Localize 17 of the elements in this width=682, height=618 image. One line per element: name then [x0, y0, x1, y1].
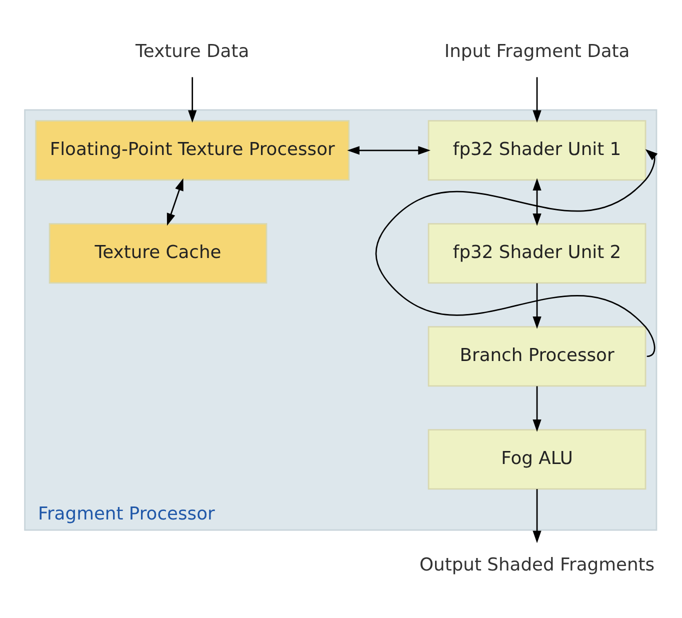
arrow: [532, 386, 542, 432]
node-box: fp32 Shader Unit 1: [428, 120, 646, 181]
arrow: [188, 77, 197, 123]
node-box: Floating-Point Texture Processor: [35, 120, 350, 181]
arrow: [166, 178, 184, 226]
node-box: Fog ALU: [428, 429, 646, 490]
node-box: Texture Cache: [48, 223, 268, 284]
arrow: [532, 77, 542, 123]
node-text: Input Fragment Data: [444, 40, 630, 62]
arrow: [532, 489, 542, 544]
node-box: fp32 Shader Unit 2: [428, 223, 646, 284]
arrow: [532, 178, 542, 226]
node-box: Branch Processor: [428, 326, 646, 387]
node-text: Texture Data: [136, 40, 250, 62]
arrow: [532, 283, 542, 329]
node-text: Output Shaded Fragments: [419, 554, 655, 576]
arrow: [347, 146, 431, 155]
